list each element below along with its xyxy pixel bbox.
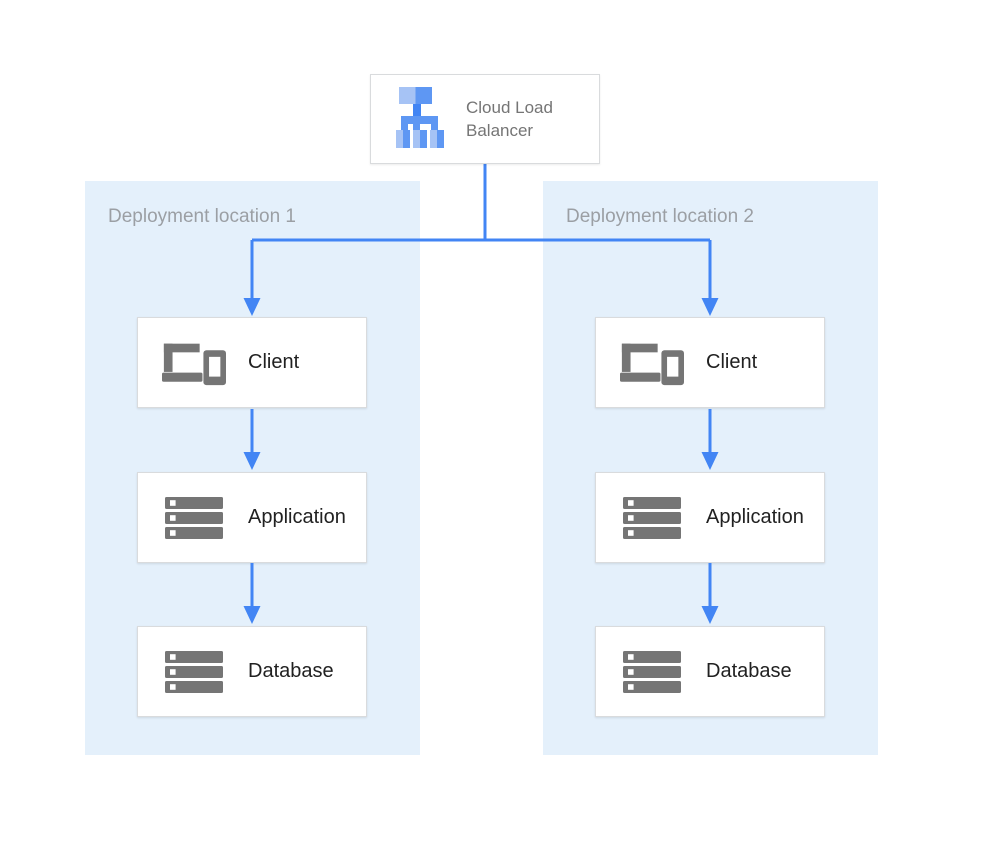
devices-icon bbox=[620, 336, 684, 389]
node-label: Application bbox=[248, 506, 346, 528]
application-node: Application bbox=[137, 472, 367, 563]
database-node: Database bbox=[595, 626, 825, 717]
client-node: Client bbox=[137, 317, 367, 408]
arrowhead bbox=[243, 298, 261, 316]
node-label: Database bbox=[706, 660, 792, 682]
region-label: Deployment location 2 bbox=[566, 206, 754, 227]
database-node: Database bbox=[137, 626, 367, 717]
load-balancer-icon bbox=[396, 86, 444, 153]
arrowhead bbox=[701, 298, 719, 316]
node-label: Application bbox=[706, 506, 804, 528]
devices-icon bbox=[162, 336, 226, 389]
node-label: Client bbox=[706, 351, 758, 373]
application-node: Application bbox=[595, 472, 825, 563]
server-stack-icon bbox=[620, 496, 684, 539]
load-balancer-node: Cloud Load Balancer bbox=[370, 74, 600, 164]
client-node: Client bbox=[595, 317, 825, 408]
node-label: Client bbox=[248, 351, 300, 373]
server-stack-icon bbox=[162, 496, 226, 539]
load-balancer-label: Cloud Load Balancer bbox=[466, 98, 553, 140]
arrowhead bbox=[701, 606, 719, 624]
arrowhead bbox=[243, 606, 261, 624]
arrowhead bbox=[701, 452, 719, 470]
server-stack-icon bbox=[620, 650, 684, 693]
server-stack-icon bbox=[162, 650, 226, 693]
region-label: Deployment location 1 bbox=[108, 206, 296, 227]
node-label: Database bbox=[248, 660, 334, 682]
arrowhead bbox=[243, 452, 261, 470]
